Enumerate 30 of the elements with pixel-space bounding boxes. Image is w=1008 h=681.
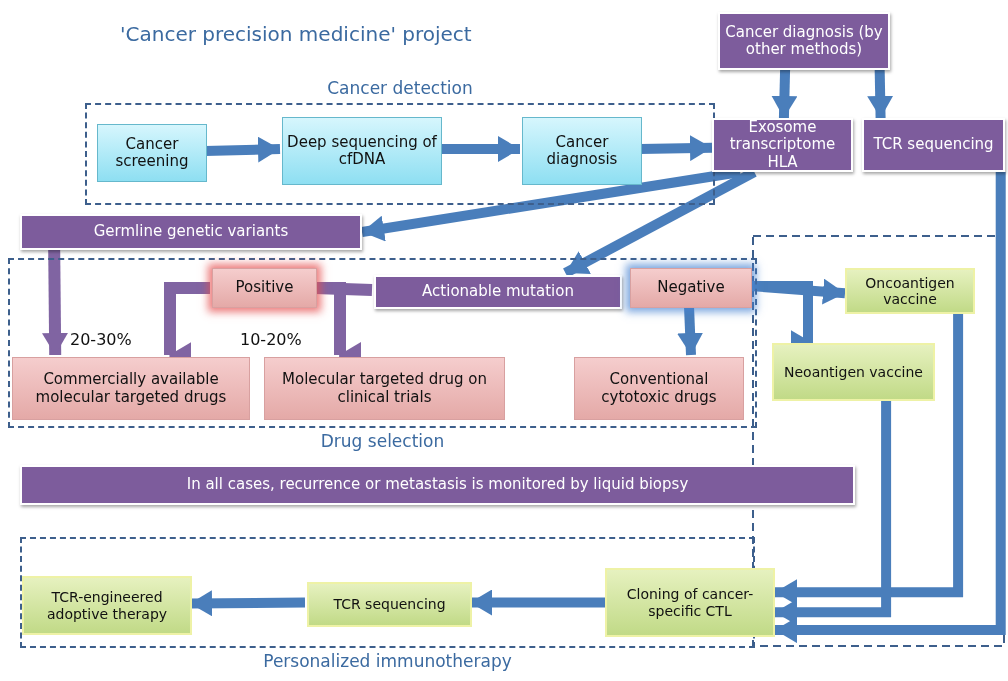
drug-box: Commercially available molecular targeted drugs <box>12 357 250 420</box>
arrow <box>775 172 1006 644</box>
process-box: Cancer screening <box>97 124 207 182</box>
process-box: Actionable mutation <box>374 275 622 309</box>
immunotherapy-box: Cloning of cancer-specific CTL <box>605 568 775 637</box>
arrow <box>867 69 894 119</box>
immunotherapy-box: TCR-engineered adoptive therapy <box>22 576 192 635</box>
group-heading: Drug selection <box>319 432 446 452</box>
arrow <box>771 69 798 119</box>
process-box: Cancer diagnosis <box>522 117 642 185</box>
process-box: Deep sequencing of cfDNA <box>282 117 442 185</box>
immunotherapy-box: TCR sequencing <box>307 582 472 627</box>
immunotherapy-box: Oncoantigen vaccine <box>845 268 975 314</box>
process-box: TCR sequencing <box>862 118 1005 172</box>
arrow <box>440 136 520 162</box>
process-box: Exosome transcriptome HLA <box>712 118 853 172</box>
immunotherapy-box: Neoantigen vaccine <box>772 343 935 401</box>
drug-box: Negative <box>630 268 752 308</box>
drug-box: Positive <box>212 268 317 308</box>
process-box: Germline genetic variants <box>20 214 362 250</box>
group-heading: Personalized immunotherapy <box>262 652 513 672</box>
process-box: Cancer diagnosis (by other methods) <box>718 12 890 70</box>
diagram-title: 'Cancer precision medicine' project <box>120 22 472 46</box>
drug-box: Conventional cytotoxic drugs <box>574 357 744 420</box>
percentage-label: 10-20% <box>240 330 302 349</box>
arrow <box>42 249 68 356</box>
group-heading: Cancer detection <box>326 79 474 99</box>
drug-box: Molecular targeted drug on clinical trials <box>264 357 505 420</box>
process-box: In all cases, recurrence or metastasis is monitored by liquid biopsy <box>20 465 855 505</box>
percentage-label: 20-30% <box>70 330 132 349</box>
